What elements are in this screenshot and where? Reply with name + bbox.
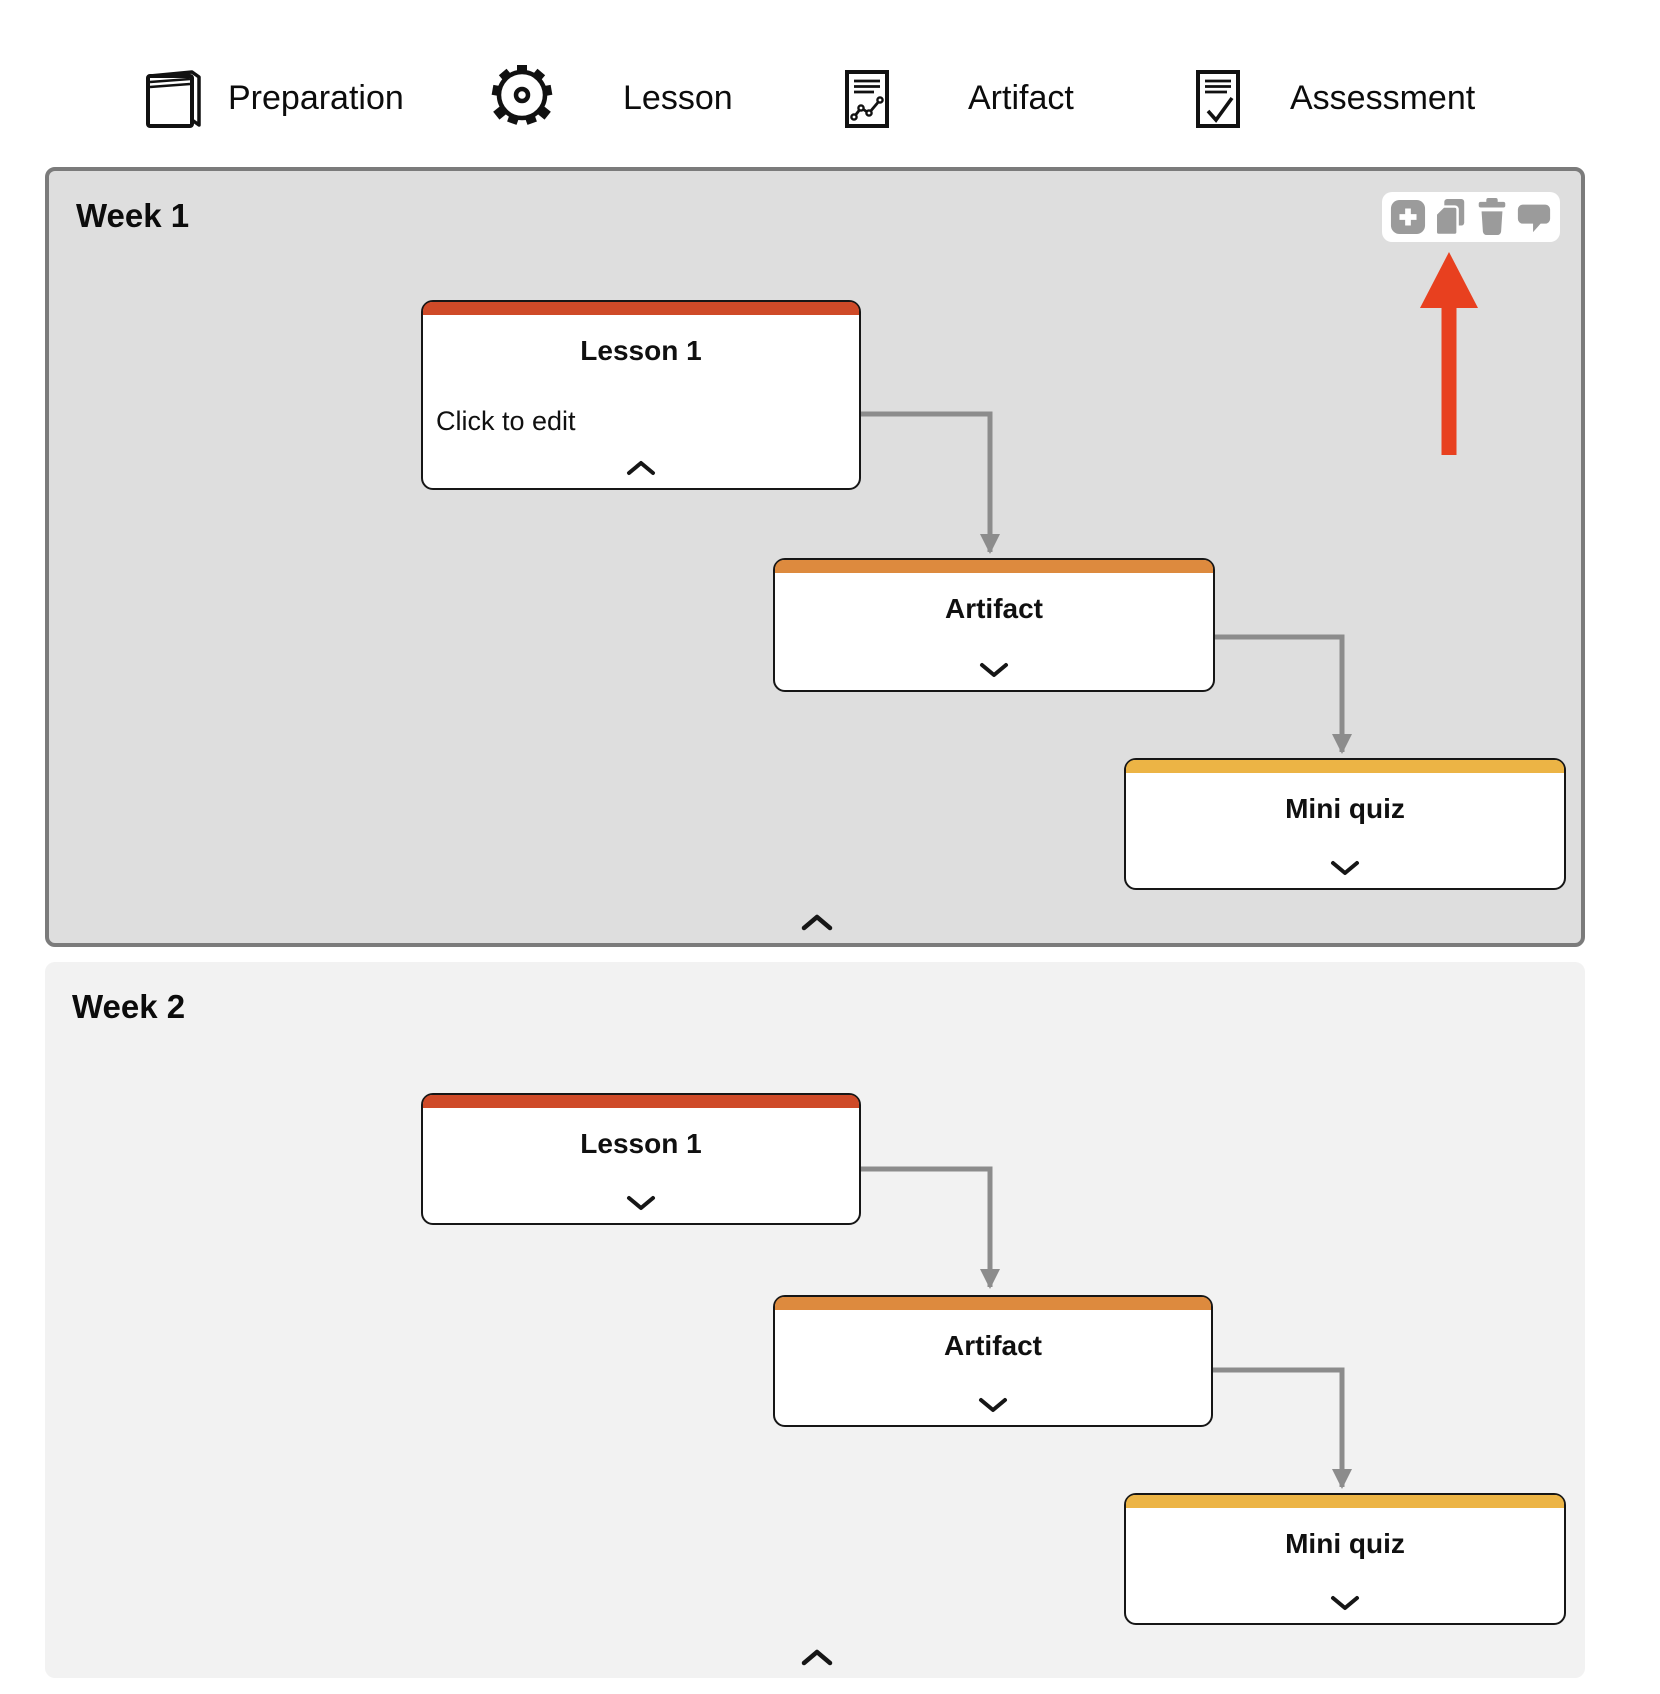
expand-toggle[interactable] — [978, 1397, 1008, 1413]
card-accent-bar — [775, 1297, 1211, 1310]
legend-label-lesson: Lesson — [623, 79, 733, 117]
week-2-title: Week 2 — [72, 988, 186, 1025]
chevron-down-icon — [1330, 860, 1360, 876]
expand-toggle[interactable] — [626, 1195, 656, 1211]
chevron-down-icon — [979, 662, 1009, 678]
card-title: Artifact — [943, 1330, 1042, 1361]
book-icon — [136, 66, 210, 137]
card-accent-bar — [1126, 760, 1564, 773]
expand-toggle[interactable] — [979, 662, 1009, 678]
card-accent-bar — [423, 1095, 859, 1108]
plus-icon — [1390, 197, 1426, 237]
chevron-up-icon — [800, 913, 834, 931]
chevron-up-icon — [800, 1648, 834, 1666]
week-1-collapse-toggle[interactable] — [800, 913, 834, 931]
card-week2-mini-quiz[interactable]: Mini quiz — [1124, 1493, 1566, 1625]
chevron-up-icon — [626, 460, 656, 476]
week-1-toolbar — [1382, 192, 1560, 242]
card-week1-lesson1[interactable]: Lesson 1 Click to edit — [421, 300, 861, 490]
document-check-icon — [1196, 70, 1240, 133]
card-title: Lesson 1 — [580, 335, 702, 366]
duplicate-button[interactable] — [1432, 197, 1468, 237]
trash-icon — [1474, 197, 1510, 237]
week-2-collapse-toggle[interactable] — [800, 1648, 834, 1666]
document-chart-icon — [845, 70, 889, 133]
collapse-toggle[interactable] — [626, 460, 656, 476]
card-edit-placeholder[interactable]: Click to edit — [436, 406, 576, 436]
card-title: Artifact — [944, 593, 1043, 624]
expand-toggle[interactable] — [1330, 860, 1360, 876]
card-week2-artifact[interactable]: Artifact — [773, 1295, 1213, 1427]
card-week1-mini-quiz[interactable]: Mini quiz — [1124, 758, 1566, 890]
add-button[interactable] — [1390, 197, 1426, 237]
card-accent-bar — [423, 302, 859, 315]
gear-icon — [487, 60, 557, 135]
legend-label-preparation: Preparation — [228, 79, 404, 117]
week-1-title: Week 1 — [76, 197, 190, 234]
expand-toggle[interactable] — [1330, 1595, 1360, 1611]
legend-label-assessment: Assessment — [1290, 79, 1476, 117]
card-title: Mini quiz — [1285, 793, 1405, 824]
card-title: Mini quiz — [1285, 1528, 1405, 1559]
card-accent-bar — [775, 560, 1213, 573]
comment-button[interactable] — [1516, 197, 1552, 237]
duplicate-icon — [1432, 197, 1468, 237]
chevron-down-icon — [1330, 1595, 1360, 1611]
legend-label-artifact: Artifact — [968, 79, 1074, 117]
card-week1-artifact[interactable]: Artifact — [773, 558, 1215, 692]
comment-icon — [1516, 197, 1552, 237]
chevron-down-icon — [626, 1195, 656, 1211]
card-week2-lesson1[interactable]: Lesson 1 — [421, 1093, 861, 1225]
chevron-down-icon — [978, 1397, 1008, 1413]
card-accent-bar — [1126, 1495, 1564, 1508]
week-1-section[interactable]: Week 1 — [45, 167, 1585, 947]
card-title: Lesson 1 — [580, 1128, 702, 1159]
red-highlight-arrow — [1420, 252, 1478, 460]
delete-button[interactable] — [1474, 197, 1510, 237]
